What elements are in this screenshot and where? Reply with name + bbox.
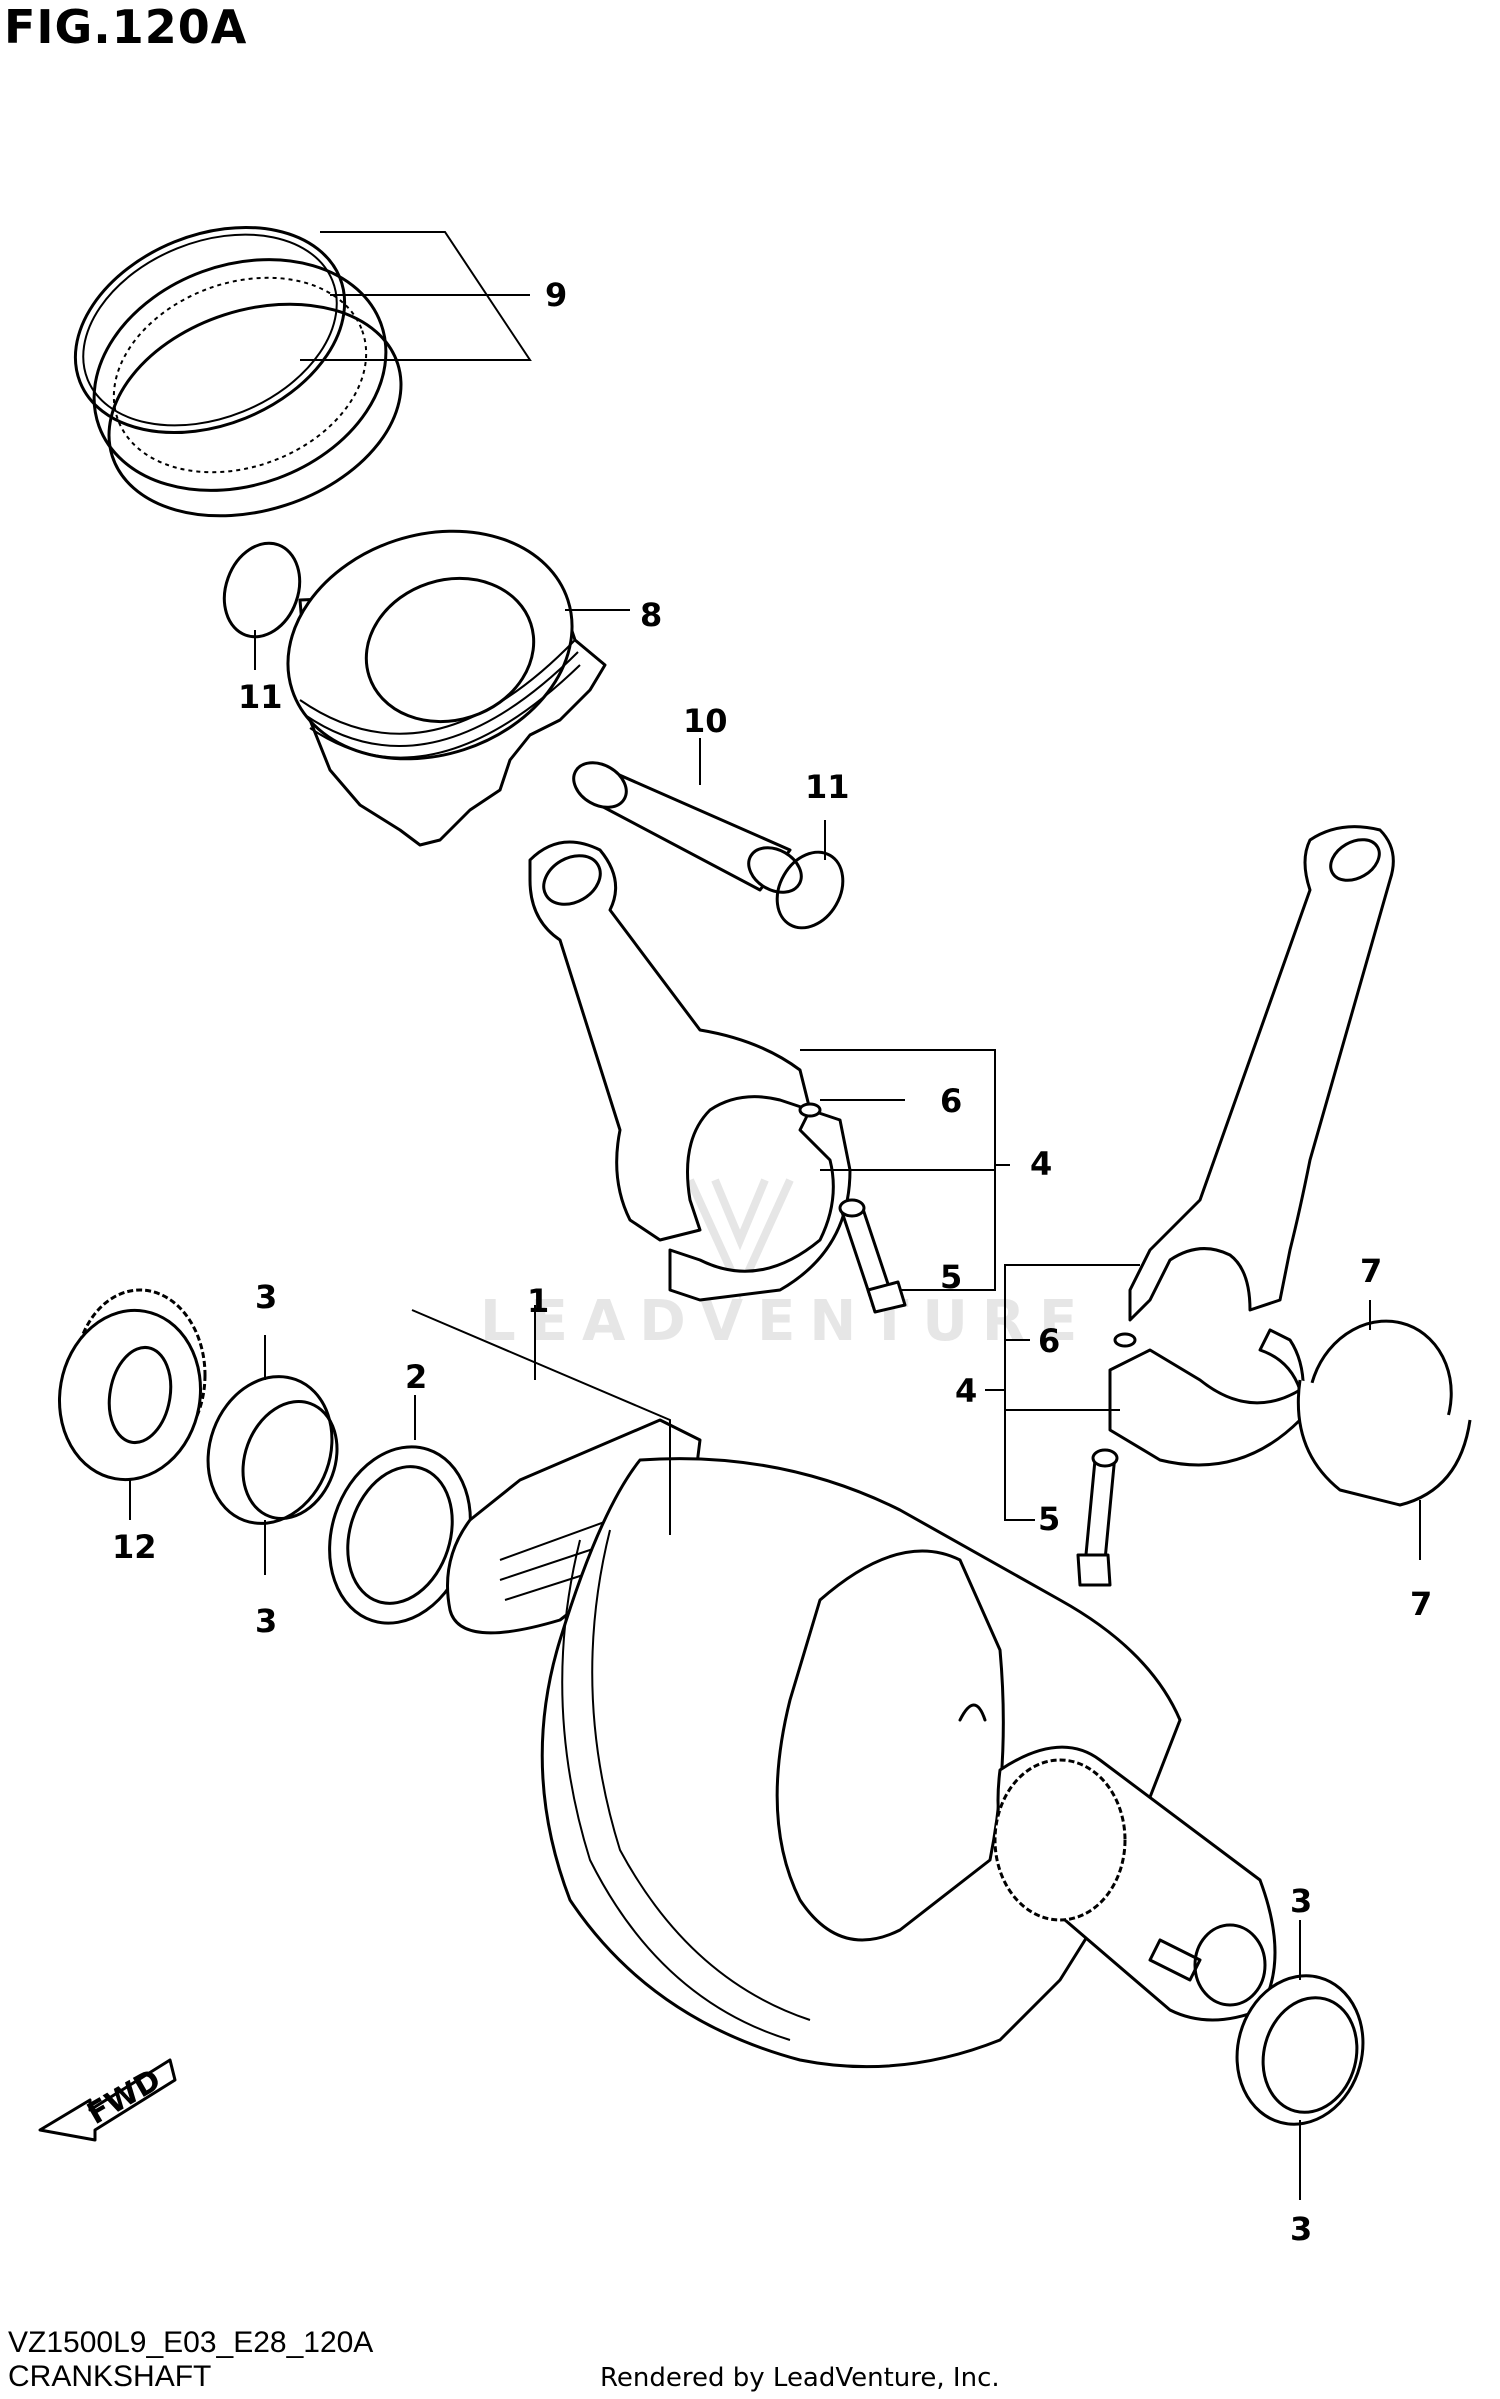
connecting-rod-right <box>1108 825 1395 1467</box>
callout-3-upper-right: 3 <box>1290 1882 1312 1920</box>
callout-4-right: 4 <box>955 1372 977 1410</box>
callout-7-lower: 7 <box>1410 1585 1432 1623</box>
fwd-label: FWD <box>82 2062 167 2132</box>
piston <box>286 529 607 847</box>
callout-10: 10 <box>683 702 728 740</box>
section-name: CRANKSHAFT <box>8 2360 212 2393</box>
crankshaft <box>446 1418 1277 2069</box>
leader-lines <box>129 231 1421 2200</box>
callout-3-lower-right: 3 <box>1290 2210 1312 2248</box>
render-credit: Rendered by LeadVenture, Inc. <box>600 2363 1000 2393</box>
connecting-rod-left <box>528 840 852 1302</box>
callout-6-left: 6 <box>940 1082 962 1120</box>
callout-4-left: 4 <box>1030 1145 1052 1183</box>
callout-11-right: 11 <box>805 768 850 806</box>
crankshaft-journal-bearing-right <box>1235 1974 1365 2126</box>
watermark-text: LEADVENTURE <box>480 1289 1091 1354</box>
conrod-bolt-right <box>1076 1448 1119 1587</box>
callout-3-lower-left: 3 <box>255 1602 277 1640</box>
crankshaft-journal-bearing-left <box>206 1375 339 1525</box>
callout-2: 2 <box>405 1358 427 1396</box>
crankpin-bearing <box>1296 1319 1472 1507</box>
bearing-knock-pin-left <box>798 1102 822 1118</box>
figure-title: FIG.120A <box>4 0 248 54</box>
piston-pin <box>572 761 803 894</box>
conrod-bolt-left <box>838 1198 907 1314</box>
callout-12: 12 <box>112 1528 157 1566</box>
forward-direction-arrow: FWD <box>38 2058 177 2142</box>
callout-9: 9 <box>545 276 567 314</box>
callout-5-right: 5 <box>1038 1500 1060 1538</box>
callout-5-left: 5 <box>940 1258 962 1296</box>
callout-1: 1 <box>527 1282 549 1320</box>
primary-drive-gear <box>58 1288 207 1482</box>
callout-11-left: 11 <box>238 678 283 716</box>
callout-3-upper-left: 3 <box>255 1278 277 1316</box>
callout-6-right: 6 <box>1038 1322 1060 1360</box>
piston-pin-circlip-left <box>222 541 302 639</box>
piston-pin-circlip-right <box>775 850 845 930</box>
bearing-knock-pin-right <box>1113 1332 1137 1348</box>
callout-8: 8 <box>640 596 662 634</box>
piston-ring-set <box>73 225 403 518</box>
callout-7-upper: 7 <box>1360 1252 1382 1290</box>
diagram-code: VZ1500L9_E03_E28_120A <box>8 2326 374 2359</box>
